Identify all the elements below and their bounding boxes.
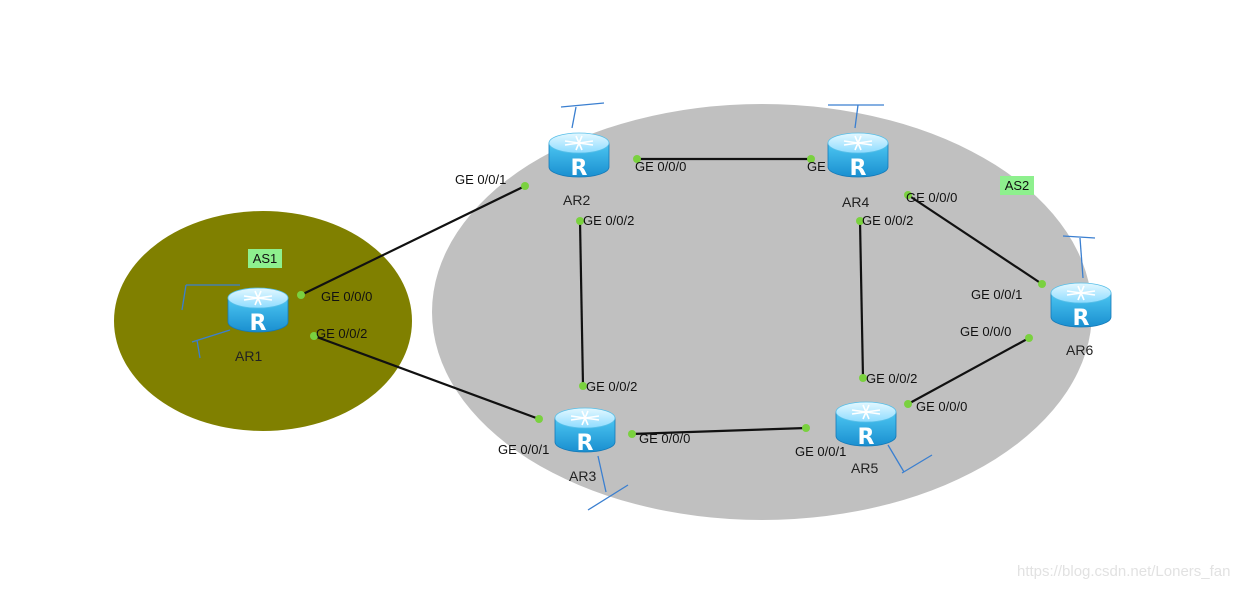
router-ar3[interactable]: R	[554, 407, 616, 456]
link-ar4-ar5[interactable]	[858, 220, 865, 379]
router-arrows-icon	[564, 135, 594, 151]
router-label-ar3: AR3	[569, 468, 596, 484]
as1-badge: AS1	[248, 249, 282, 268]
router-label-ar1: AR1	[235, 348, 262, 364]
link-ar1-ar2[interactable]	[300, 185, 526, 296]
router-label-ar6: AR6	[1066, 342, 1093, 358]
router-arrows-icon	[570, 410, 600, 426]
port-dot[interactable]	[628, 430, 636, 438]
port-label: GE 0/0/2	[316, 326, 367, 341]
link-ar5-ar6[interactable]	[907, 337, 1030, 405]
cable-stub	[854, 104, 859, 129]
port-dot[interactable]	[633, 155, 641, 163]
port-label: GE 0/0/2	[586, 379, 637, 394]
cable-stub	[887, 444, 905, 473]
cable-stub	[571, 106, 577, 129]
router-label-ar5: AR5	[851, 460, 878, 476]
port-dot[interactable]	[802, 424, 810, 432]
router-letter: R	[850, 156, 867, 181]
cable-stub	[181, 284, 187, 311]
router-ar2[interactable]: R	[548, 132, 610, 181]
port-label: GE 0/0/2	[583, 213, 634, 228]
port-dot[interactable]	[1038, 280, 1046, 288]
link-ar1-ar3[interactable]	[313, 334, 540, 421]
as2-label: AS2	[1005, 178, 1030, 193]
cable-stub	[191, 329, 231, 343]
cable-stub	[901, 454, 933, 474]
port-dot[interactable]	[859, 374, 867, 382]
router-ar6[interactable]: R	[1050, 282, 1112, 331]
port-dot[interactable]	[904, 191, 912, 199]
router-labels-layer: AR1 AR2 AR3 AR4 AR5 AR6	[235, 192, 1093, 484]
unconnected-cable-stubs	[181, 102, 1096, 511]
port-label: GE 0/0/2	[866, 371, 917, 386]
port-label: GE 0/0/0	[916, 399, 967, 414]
router-letter: R	[250, 311, 267, 336]
port-label: GE 0/0/1	[971, 287, 1022, 302]
port-dot[interactable]	[579, 382, 587, 390]
router-arrows-icon	[243, 290, 273, 306]
port-label: GE 0/0/1	[455, 172, 506, 187]
cable-stub	[587, 484, 629, 511]
router-arrows-icon	[843, 135, 873, 151]
router-ar1[interactable]: R	[227, 287, 289, 336]
port-label: GE 0/0/1	[498, 442, 549, 457]
cable-stub	[560, 102, 605, 108]
port-dot[interactable]	[1025, 334, 1033, 342]
port-label: GE 0/0/2	[862, 213, 913, 228]
cable-stub	[1062, 235, 1096, 239]
as1-label: AS1	[253, 251, 278, 266]
router-arrows-icon	[851, 404, 881, 420]
port-dot[interactable]	[310, 332, 318, 340]
router-letter: R	[858, 425, 875, 450]
port-dot[interactable]	[576, 217, 584, 225]
as2-badge: AS2	[1000, 176, 1034, 195]
port-dot[interactable]	[521, 182, 529, 190]
router-label-ar4: AR4	[842, 194, 869, 210]
routers-layer: R R R	[227, 132, 1112, 456]
port-label: GE 0/0/0	[639, 431, 690, 446]
link-ar2-ar3[interactable]	[578, 220, 585, 387]
router-letter: R	[1073, 306, 1090, 331]
router-arrows-icon	[1066, 285, 1096, 301]
port-label: GE 0/0/0	[906, 190, 957, 205]
port-dot[interactable]	[856, 217, 864, 225]
as2-area	[432, 104, 1092, 520]
port-label: GE 0/0/0	[960, 324, 1011, 339]
port-dot[interactable]	[807, 155, 815, 163]
port-label: GE 0/0/0	[321, 289, 372, 304]
links-layer	[300, 157, 1043, 436]
router-label-ar2: AR2	[563, 192, 590, 208]
router-ar5[interactable]: R	[835, 401, 897, 450]
link-ar3-ar5[interactable]	[631, 426, 807, 436]
link-ar4-ar6[interactable]	[907, 194, 1043, 285]
port-label: GE 0/0/1	[795, 444, 846, 459]
cable-stub	[1079, 237, 1084, 279]
router-letter: R	[577, 431, 594, 456]
cable-stub	[196, 339, 201, 359]
router-letter: R	[571, 156, 588, 181]
port-label: GE 0/0/0	[635, 159, 686, 174]
port-dot[interactable]	[535, 415, 543, 423]
port-labels-layer: GE 0/0/0 GE 0/0/1 GE 0/0/2 GE 0/0/1 GE 0…	[316, 159, 1022, 459]
port-dots-layer	[297, 155, 1046, 438]
port-dot[interactable]	[904, 400, 912, 408]
watermark-text: https://blog.csdn.net/Loners_fan	[1017, 563, 1230, 580]
cable-stub	[597, 455, 607, 493]
router-ar4[interactable]: R	[827, 132, 889, 181]
port-dot[interactable]	[297, 291, 305, 299]
